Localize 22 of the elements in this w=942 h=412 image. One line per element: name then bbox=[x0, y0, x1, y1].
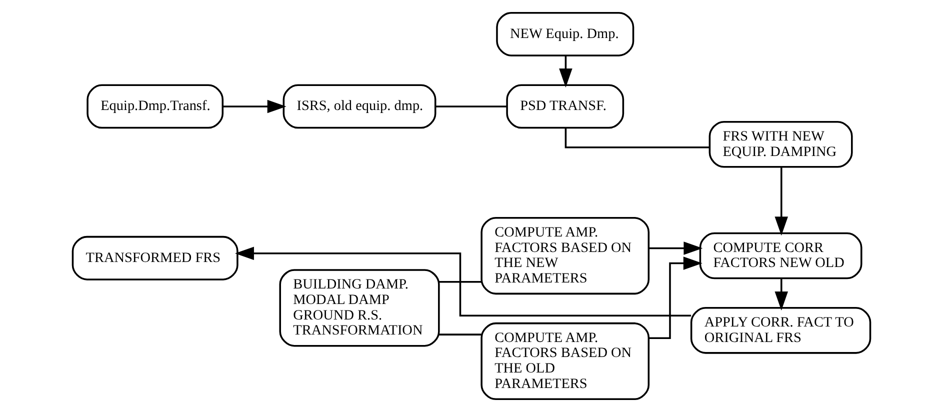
node-box: Equip.Dmp.Transf. bbox=[86, 84, 224, 129]
node-box: COMPUTE AMP. FACTORS BASED ON THE NEW PARAMETERS bbox=[480, 216, 650, 295]
arrow bbox=[222, 100, 286, 114]
node-box: COMPUTE CORR FACTORS NEW OLD bbox=[698, 232, 862, 280]
connector bbox=[438, 280, 481, 283]
arrow bbox=[648, 256, 702, 340]
node-box: ISRS, old equip. dmp. bbox=[282, 84, 436, 129]
arrow bbox=[774, 166, 788, 236]
node-box: APPLY CORR. FACT TO ORIGINAL FRS bbox=[690, 307, 871, 354]
arrow bbox=[558, 56, 572, 88]
connector bbox=[434, 106, 506, 108]
connector bbox=[564, 128, 709, 148]
node-box: NEW Equip. Dmp. bbox=[496, 12, 634, 56]
node-box: PSD TRANSF. bbox=[506, 84, 624, 129]
connector bbox=[438, 334, 481, 336]
node-box: COMPUTE AMP. FACTORS BASED ON THE OLD PARAMETERS bbox=[480, 322, 650, 400]
arrow bbox=[648, 242, 702, 255]
node-box: FRS WITH NEW EQUIP. DAMPING bbox=[708, 120, 852, 168]
node-box: TRANSFORMED FRS bbox=[71, 236, 238, 280]
arrow bbox=[774, 278, 788, 310]
arrow bbox=[234, 246, 691, 316]
node-box: BUILDING DAMP. MODAL DAMP GROUND R.S. TRANSFORMATION bbox=[278, 269, 440, 347]
